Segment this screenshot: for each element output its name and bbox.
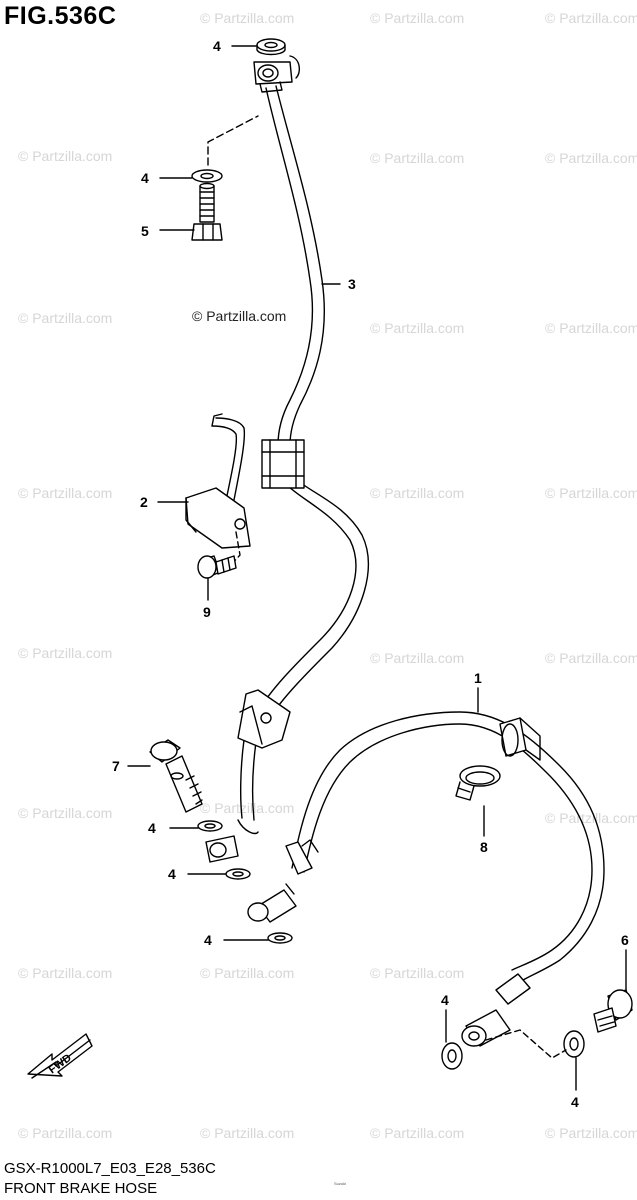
alignment-line-top — [207, 115, 259, 166]
callout-2: 2 — [140, 494, 148, 510]
banjo-fitting-lower-right[interactable] — [461, 1009, 511, 1047]
washer-bolt-5[interactable] — [191, 169, 223, 183]
watermark: © Partzilla.com — [545, 10, 637, 26]
watermark: © Partzilla.com — [18, 1125, 113, 1141]
watermark: © Partzilla.com — [18, 148, 113, 164]
watermark: © Partzilla.com — [370, 10, 465, 26]
union-bolt-6[interactable] — [593, 989, 633, 1033]
washer-top[interactable] — [256, 38, 286, 56]
hose-grommet-lower[interactable] — [499, 717, 541, 761]
washer-mid-2[interactable] — [225, 868, 251, 880]
watermark: © Partzilla.com — [370, 320, 465, 336]
fine-print: Suzuki — [333, 1181, 346, 1186]
callout-1: 1 — [474, 670, 482, 686]
fwd-arrow-icon — [27, 1033, 93, 1079]
banjo-fitting-upper-lower[interactable] — [205, 819, 259, 863]
watermark: © Partzilla.com — [200, 800, 295, 816]
washer-mid-1[interactable] — [197, 820, 223, 832]
callout-7: 7 — [112, 758, 120, 774]
callout-4: 4 — [204, 932, 212, 948]
watermark: © Partzilla.com — [370, 1125, 465, 1141]
watermark: © Partzilla.com — [18, 310, 113, 326]
hose-grommet[interactable] — [261, 439, 305, 489]
watermark: © Partzilla.com — [370, 650, 465, 666]
watermark: © Partzilla.com — [545, 485, 637, 501]
watermark: © Partzilla.com — [545, 810, 637, 826]
washer-mid-3[interactable] — [267, 932, 293, 944]
watermark: © Partzilla.com — [18, 965, 113, 981]
callout-4: 4 — [141, 170, 149, 186]
watermark: © Partzilla.com — [200, 1125, 295, 1141]
watermark: © Partzilla.com — [545, 150, 637, 166]
watermark: © Partzilla.com — [18, 485, 113, 501]
banjo-fitting-top[interactable] — [253, 55, 301, 93]
callout-4: 4 — [168, 866, 176, 882]
watermark: © Partzilla.com — [545, 320, 637, 336]
leader-lines — [127, 45, 627, 1091]
watermark: © Partzilla.com — [370, 965, 465, 981]
washer-lower-left[interactable] — [441, 1042, 463, 1070]
alignment-line-lower — [485, 1029, 567, 1059]
callout-9: 9 — [203, 604, 211, 620]
watermark: © Partzilla.com — [200, 10, 295, 26]
callout-8: 8 — [480, 839, 488, 855]
callout-4: 4 — [571, 1094, 579, 1110]
union-bolt-7[interactable] — [149, 739, 203, 813]
callout-5: 5 — [141, 223, 149, 239]
watermark: © Partzilla.com — [200, 965, 295, 981]
hose-sleeve-right[interactable] — [495, 973, 531, 1005]
callout-4: 4 — [213, 38, 221, 54]
bracket-2[interactable] — [185, 413, 251, 549]
callout-6: 6 — [621, 932, 629, 948]
callout-4: 4 — [148, 820, 156, 836]
washer-lower-right[interactable] — [563, 1030, 585, 1058]
watermark: © Partzilla.com — [545, 1125, 637, 1141]
figure-title: FIG.536C — [4, 2, 117, 30]
callout-4: 4 — [441, 992, 449, 1008]
watermark: © Partzilla.com — [545, 650, 637, 666]
hose-sleeve-left[interactable] — [285, 841, 313, 875]
watermark: © Partzilla.com — [370, 150, 465, 166]
callout-3: 3 — [348, 276, 356, 292]
hose-joint-clamp[interactable] — [237, 689, 291, 749]
banjo-fitting-lower-left[interactable] — [247, 883, 297, 923]
center-watermark: © Partzilla.com — [192, 308, 287, 324]
watermark: © Partzilla.com — [18, 645, 113, 661]
bolt-9[interactable] — [197, 555, 237, 579]
footer-name: FRONT BRAKE HOSE — [4, 1180, 158, 1197]
brake-hose-lower[interactable] — [291, 711, 605, 983]
watermark: © Partzilla.com — [18, 805, 113, 821]
hose-clamp-8[interactable] — [455, 765, 501, 801]
brake-hose-upper[interactable] — [239, 85, 369, 821]
footer-code: GSX-R1000L7_E03_E28_536C — [4, 1160, 216, 1177]
watermark: © Partzilla.com — [370, 485, 465, 501]
union-bolt-5[interactable] — [191, 182, 223, 241]
